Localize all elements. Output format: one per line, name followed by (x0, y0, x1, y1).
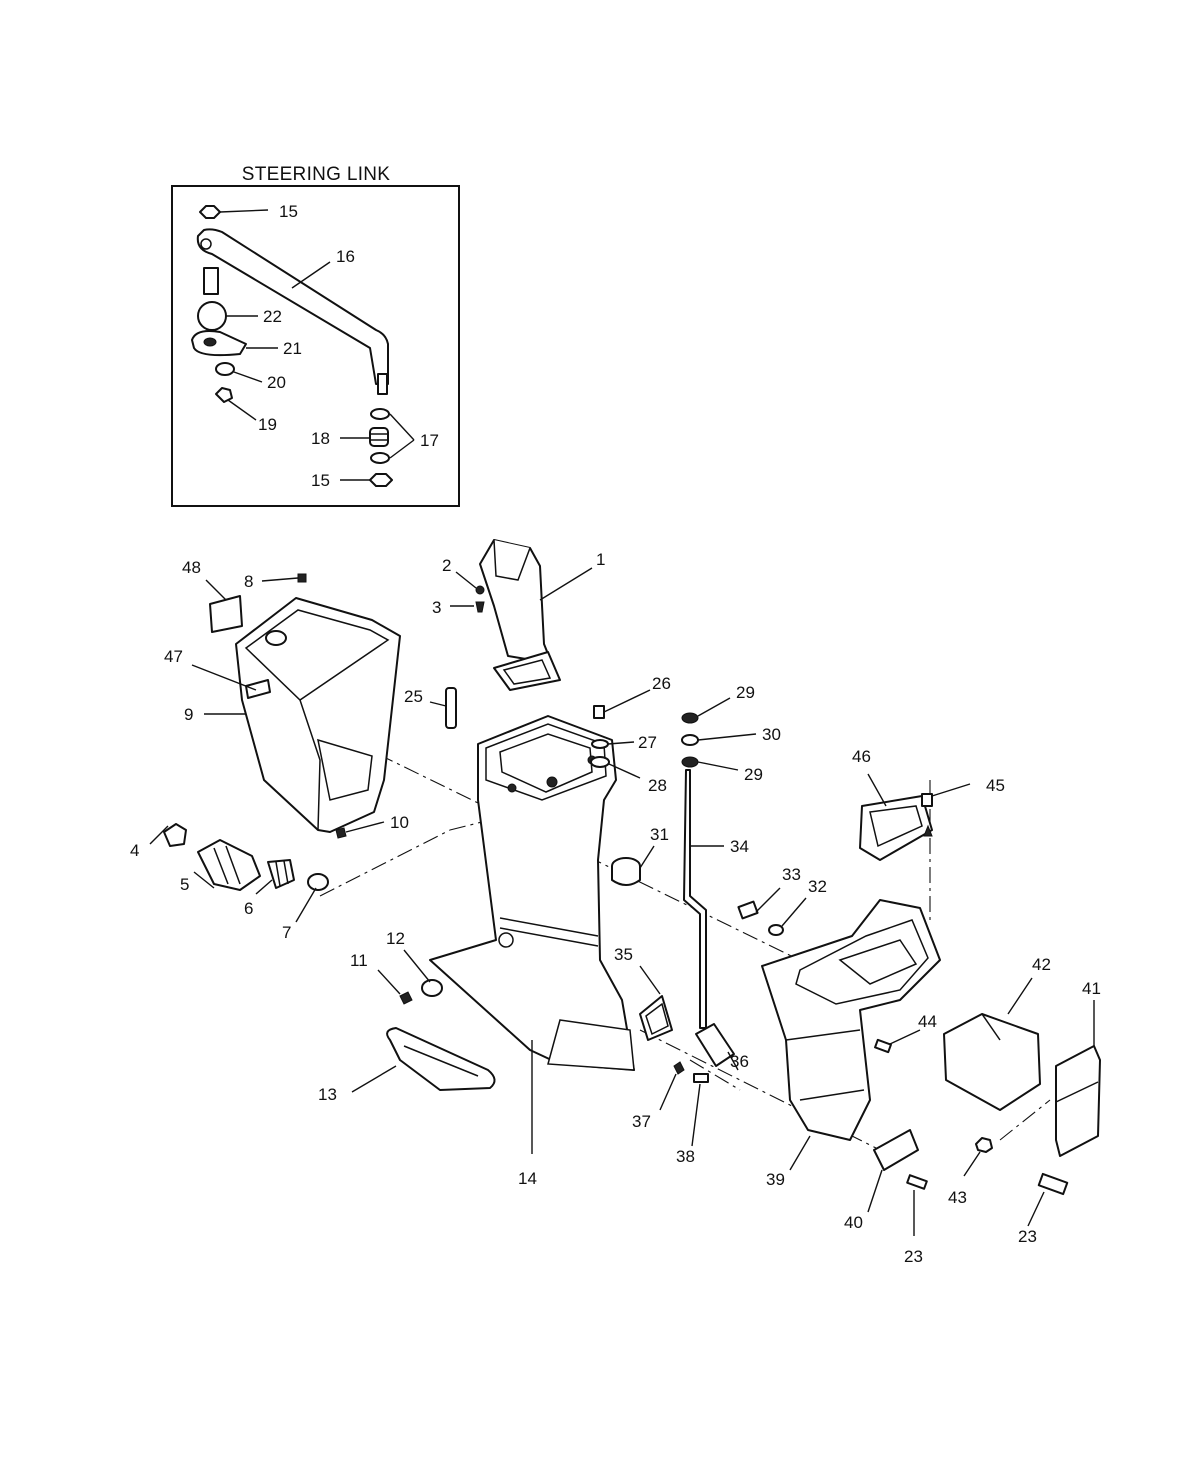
callout-36: 36 (730, 1052, 749, 1071)
part-21-plate (191, 330, 278, 357)
callout-10: 10 (390, 813, 409, 832)
callout-18: 18 (311, 429, 330, 448)
part-39-gear-housing (761, 899, 941, 1171)
part-17-18-bushing-stack (340, 408, 415, 464)
callout-30: 30 (762, 725, 781, 744)
part-25-pin (429, 687, 457, 729)
callout-23-left: 23 (904, 1247, 923, 1266)
callout-19: 19 (258, 415, 277, 434)
callout-4: 4 (130, 841, 139, 860)
inset-title: STEERING LINK (242, 164, 391, 185)
callout-37: 37 (632, 1112, 651, 1131)
callout-41: 41 (1082, 979, 1101, 998)
callout-32: 32 (808, 877, 827, 896)
callout-28: 28 (648, 776, 667, 795)
callout-1: 1 (596, 550, 605, 569)
part-37-38 (659, 1061, 709, 1147)
callout-43: 43 (948, 1188, 967, 1207)
part-1-exhaust-tube (479, 539, 593, 691)
callout-35: 35 (614, 945, 633, 964)
part-8-screw (261, 573, 307, 583)
part-13-seal (351, 1027, 496, 1093)
part-4-5-6-7-stack (149, 823, 329, 923)
callout-31: 31 (650, 825, 669, 844)
part-31-rubber-mount (611, 845, 655, 886)
callout-23-right: 23 (1018, 1227, 1037, 1246)
part-16-steering-link-arm (196, 228, 389, 395)
callout-16: 16 (336, 247, 355, 266)
callout-25: 25 (404, 687, 423, 706)
part-26-27-28-screw-washers (590, 689, 651, 779)
callout-46: 46 (852, 747, 871, 766)
callout-42: 42 (1032, 955, 1051, 974)
part-23-screws (906, 1172, 1069, 1236)
main-exploded-view: 1 2 3 48 8 47 9 25 26 27 28 29 30 29 10 … (130, 539, 1101, 1266)
callout-2: 2 (442, 556, 451, 575)
callout-33: 33 (782, 865, 801, 884)
callout-22: 22 (263, 307, 282, 326)
part-22-ball-stud (197, 267, 258, 331)
callout-5: 5 (180, 875, 189, 894)
callout-15-top: 15 (279, 202, 298, 221)
callout-17: 17 (420, 431, 439, 450)
part-43-nut (963, 1137, 993, 1177)
callout-12: 12 (386, 929, 405, 948)
part-35-plate (639, 965, 673, 1041)
part-20-washer (215, 362, 263, 383)
callout-21: 21 (283, 339, 302, 358)
part-41-anode (1055, 1000, 1101, 1157)
part-34-shift-rod (683, 769, 739, 1071)
callout-45: 45 (986, 776, 1005, 795)
callout-44: 44 (918, 1012, 937, 1031)
part-40-trim-tab (867, 1129, 919, 1213)
callout-26: 26 (652, 674, 671, 693)
callout-48: 48 (182, 558, 201, 577)
part-32-33 (737, 887, 807, 936)
callout-20: 20 (267, 373, 286, 392)
callout-13: 13 (318, 1085, 337, 1104)
callout-6: 6 (244, 899, 253, 918)
part-15-nut-bottom (340, 473, 393, 487)
callout-15-bottom: 15 (311, 471, 330, 490)
part-46-cover (859, 773, 933, 861)
part-48-decal (205, 579, 243, 633)
part-14-driveshaft-housing (429, 715, 635, 1154)
part-11-12 (377, 949, 443, 1005)
callout-38: 38 (676, 1147, 695, 1166)
callout-3: 3 (432, 598, 441, 617)
part-45-screw (921, 783, 971, 837)
part-2-3-fasteners (450, 571, 485, 613)
callout-29-bottom: 29 (744, 765, 763, 784)
part-15-nut-top (199, 205, 269, 219)
part-9-chaps-cowl (191, 597, 401, 833)
callout-9: 9 (184, 705, 193, 724)
callout-40: 40 (844, 1213, 863, 1232)
part-29-30-washers (681, 697, 757, 771)
callout-14: 14 (518, 1169, 537, 1188)
callout-8: 8 (244, 572, 253, 591)
callout-27: 27 (638, 733, 657, 752)
callout-34: 34 (730, 837, 749, 856)
callout-11: 11 (350, 951, 368, 970)
steering-link-inset: STEERING LINK (171, 164, 460, 507)
part-42-plate (943, 977, 1041, 1111)
part-44-screw (874, 1029, 921, 1054)
part-19-screw (215, 387, 257, 421)
callout-29-top: 29 (736, 683, 755, 702)
inset-border (171, 185, 460, 507)
callout-7: 7 (282, 923, 291, 942)
callout-39: 39 (766, 1170, 785, 1189)
part-10-screw (335, 821, 385, 839)
callout-47: 47 (164, 647, 183, 666)
